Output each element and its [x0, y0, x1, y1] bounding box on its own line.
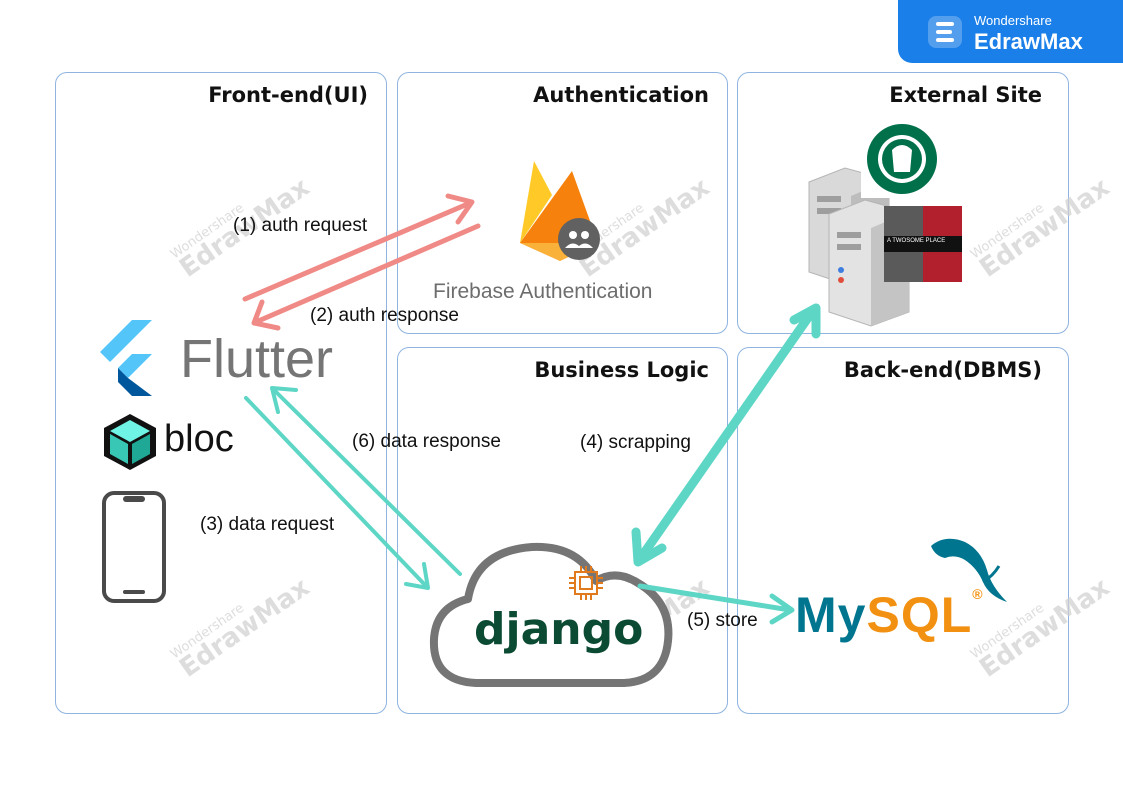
django-logo-text: django — [474, 604, 644, 655]
twosome-place-text: A TWOSOME PLACE — [887, 238, 946, 244]
cloud-shape — [429, 542, 673, 687]
store-arrowhead — [769, 593, 795, 625]
brand-top-text: Wondershare — [974, 13, 1052, 28]
mysql-sql-text: SQL — [866, 587, 973, 643]
backend-panel-title: Back-end(DBMS) — [843, 358, 1042, 382]
starbucks-logo-icon — [861, 120, 943, 198]
auth-request-label: (1) auth request — [233, 215, 368, 236]
store-label: (5) store — [687, 610, 758, 631]
business-logic-panel-title: Business Logic — [534, 358, 709, 382]
data-response-arrow — [272, 388, 462, 576]
data-request-arrow — [244, 396, 428, 588]
mysql-registered-text: ® — [972, 586, 984, 602]
mysql-dolphin-icon — [931, 538, 1007, 602]
data-response-label: (6) data response — [352, 431, 501, 452]
twosome-place-logo-icon — [884, 206, 962, 282]
auth-response-arrow — [253, 223, 481, 325]
auth-response-arrowhead — [251, 299, 281, 331]
scrapping-arrowhead-top — [789, 303, 821, 339]
firebase-users-badge-icon — [558, 218, 600, 260]
edrawmax-brand-badge: Wondershare EdrawMax — [898, 0, 1123, 63]
chip-icon — [569, 566, 603, 600]
auth-response-label: (2) auth response — [310, 305, 459, 326]
external-site-panel-title: External Site — [889, 83, 1042, 107]
frontend-panel: Front-end(UI) — [55, 72, 387, 714]
store-arrow — [637, 583, 793, 613]
mysql-my-text: My — [795, 587, 867, 643]
flutter-logo-text: Flutter — [180, 329, 334, 389]
frontend-panel-title: Front-end(UI) — [208, 83, 368, 107]
data-request-label: (3) data request — [200, 514, 335, 535]
scrapping-arrow — [637, 307, 817, 561]
firebase-auth-logo-text: Firebase Authentication — [433, 280, 653, 303]
bloc-logo-text: bloc — [164, 418, 234, 460]
auth-request-arrow — [242, 200, 473, 302]
data-response-arrowhead — [270, 386, 298, 414]
brand-bottom-text: EdrawMax — [974, 29, 1083, 54]
scrapping-label: (4) scrapping — [580, 432, 691, 453]
bloc-cube-icon — [104, 414, 156, 470]
mysql-logo-text: MySQL® — [795, 586, 984, 644]
scrapping-arrowhead-bottom — [631, 527, 667, 567]
flutter-logo-icon — [100, 320, 152, 396]
data-request-arrowhead — [404, 562, 430, 590]
auth-request-arrowhead — [445, 193, 475, 225]
smartphone-icon — [102, 491, 166, 603]
backend-panel: Back-end(DBMS) — [737, 347, 1069, 714]
edrawmax-logo-icon — [928, 16, 962, 48]
authentication-panel-title: Authentication — [533, 83, 709, 107]
